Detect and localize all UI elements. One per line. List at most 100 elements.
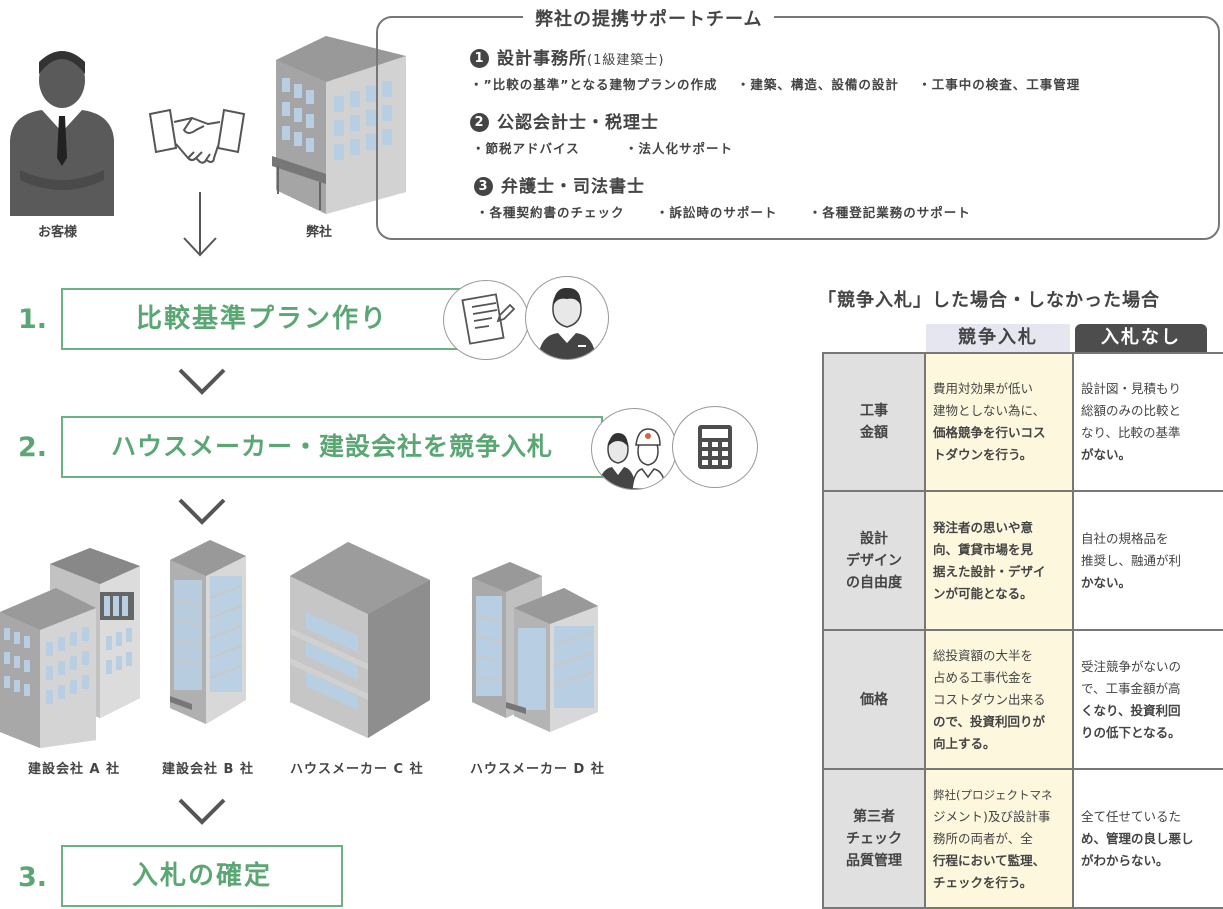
- step-2-number: 2.: [18, 432, 48, 463]
- step-2-box: ハウスメーカー・建設会社を競争入札: [61, 416, 603, 478]
- team-item: ・工事中の検査、工事管理: [918, 77, 1081, 92]
- down-arrow-icon: [183, 192, 217, 257]
- step-1-box: 比較基準プラン作り: [61, 288, 463, 350]
- cell-line: りの低下となる。: [1081, 724, 1181, 740]
- cell-line: 受注競争がないの: [1081, 658, 1182, 674]
- building-a-illustration: [0, 548, 140, 748]
- cell-line: 総投資額の大半を: [933, 647, 1034, 663]
- cell-line: 建物としない為に、: [933, 403, 1046, 418]
- row-header: 工事 金額: [822, 352, 926, 492]
- building-d-illustration: [472, 562, 598, 732]
- row-header-line: の自由度: [846, 574, 902, 591]
- row-header-line: デザイン: [846, 552, 902, 569]
- cell-line: 向、賃貸市場を見: [933, 541, 1034, 557]
- team-item: ・”比較の基準”となる建物プランの作成: [470, 77, 718, 92]
- cell-line: 発注者の思いや意: [933, 519, 1034, 535]
- no-bid-cell: 受注競争がないの で、工事金額が高 くなり、投資利回 りの低下となる。: [1072, 629, 1223, 770]
- building-d-label: ハウスメーカー D 社: [470, 762, 605, 777]
- row-header: 第三者 チェック 品質管理: [822, 768, 926, 909]
- cell-line: め、管理の良し悪し: [1081, 830, 1194, 846]
- cell-line: で、工事金額が高: [1081, 680, 1181, 696]
- team-item: ・建築、構造、設備の設計: [736, 77, 899, 92]
- cell-line: がない。: [1081, 447, 1132, 462]
- team-group-3-items: ・各種契約書のチェック ・訴訟時のサポート ・各種登記業務のサポート: [476, 202, 985, 221]
- competitive-cell: 総投資額の大半を 占める工事代金を コストダウン出来る ので、投資利回りが 向上…: [924, 629, 1074, 770]
- table-row: 設計 デザイン の自由度 発注者の思いや意 向、賃貸市場を見 据えた設計・デザイ…: [822, 490, 1223, 631]
- businessman-icon: [538, 287, 596, 359]
- table-row: 工事 金額 費用対効果が低い 建物としない為に、 価格競争を行いコス トダウンを…: [822, 352, 1223, 492]
- chevron-down-icon: [178, 368, 226, 395]
- step-1-number: 1.: [18, 304, 48, 335]
- row-header-line: 第三者: [853, 808, 895, 825]
- customer-illustration: [10, 51, 114, 216]
- cell-line: 費用対効果が低い: [933, 381, 1034, 396]
- building-b-label: 建設会社 B 社: [162, 762, 254, 777]
- company-building-illustration: [272, 36, 406, 214]
- building-b-illustration: [170, 540, 246, 724]
- workers-icon: [598, 428, 667, 489]
- team-group-3-heading: 3 弁護士・司法書士: [474, 172, 645, 197]
- workers-circle: [591, 408, 677, 490]
- team-group-2-items: ・節税アドバイス ・法人化サポート: [472, 138, 747, 157]
- support-team-title: 弊社の提携サポートチーム: [523, 5, 775, 31]
- cell-line: 推奨し、融通が利: [1081, 552, 1182, 568]
- calculator-circle: [672, 406, 758, 488]
- cell-line: 設計図・見積もり: [1081, 381, 1182, 396]
- number-badge-2: 2: [470, 113, 489, 132]
- no-bid-cell: 全て任せているた め、管理の良し悪し がわからない。: [1072, 768, 1223, 909]
- competitive-cell: 弊社(プロジェクトマネ ジメント)及び設計事 務所の両者が、全 行程において監理…: [924, 768, 1074, 909]
- team-group-1-sub: (1級建築士): [587, 53, 665, 68]
- number-badge-3: 3: [474, 177, 493, 196]
- competitive-cell: 発注者の思いや意 向、賃貸市場を見 据えた設計・デザイ ンが可能となる。: [924, 490, 1074, 631]
- cell-line: ンが可能となる。: [933, 585, 1033, 601]
- row-header: 設計 デザイン の自由度: [822, 490, 926, 631]
- team-item: ・各種登記業務のサポート: [808, 205, 971, 220]
- cell-line: 行程において監理、: [933, 852, 1046, 868]
- cell-line: かない。: [1081, 574, 1132, 590]
- person-circle: [525, 276, 609, 360]
- cell-line: 総額のみの比較と: [1081, 403, 1182, 418]
- cell-line: 向上する。: [933, 735, 996, 751]
- cell-line: チェックを行う。: [933, 874, 1033, 890]
- column-header-no-bid: 入札なし: [1075, 324, 1207, 352]
- cell-line: 務所の両者が、全: [933, 830, 1033, 846]
- row-header-line: 設計: [860, 530, 888, 547]
- cell-line: コストダウン出来る: [933, 691, 1046, 707]
- team-group-1-items: ・”比較の基準”となる建物プランの作成 ・建築、構造、設備の設計 ・工事中の検査…: [470, 74, 1094, 93]
- cell-line: ので、投資利回りが: [933, 713, 1046, 729]
- cell-line: トダウンを行う。: [933, 447, 1033, 462]
- building-a-label: 建設会社 A 社: [28, 762, 121, 777]
- row-header-line: 品質管理: [846, 852, 902, 869]
- team-item: ・節税アドバイス: [472, 141, 580, 156]
- chevron-down-icon: [178, 498, 226, 525]
- team-group-1-name: 設計事務所: [497, 49, 587, 69]
- row-header-line: 工事: [860, 403, 888, 419]
- notebook-circle: [443, 280, 529, 360]
- step-3-number: 3.: [18, 862, 48, 893]
- comparison-table: 工事 金額 費用対効果が低い 建物としない為に、 価格競争を行いコス トダウンを…: [822, 352, 1223, 909]
- cell-line: 占める工事代金を: [933, 669, 1034, 685]
- row-header-line: チェック: [846, 830, 902, 847]
- step-3-box: 入札の確定: [61, 845, 343, 907]
- notebook-pen-icon: [461, 293, 516, 345]
- team-item: ・訴訟時のサポート: [655, 205, 778, 220]
- handshake-icon: [148, 108, 246, 164]
- customer-label: お客様: [38, 225, 78, 240]
- team-group-3-name: 弁護士・司法書士: [501, 177, 645, 197]
- cell-line: なり、比較の基準: [1081, 425, 1181, 440]
- no-bid-cell: 自社の規格品を 推奨し、融通が利 かない。: [1072, 490, 1223, 631]
- company-label: 弊社: [306, 225, 333, 240]
- team-item: ・各種契約書のチェック: [476, 205, 625, 220]
- support-team-box: [376, 16, 1220, 240]
- cell-line: くなり、投資利回: [1081, 702, 1181, 718]
- cell-line: 全て任せているた: [1081, 808, 1182, 824]
- comparison-title: 「競争入札」した場合・しなかった場合: [818, 290, 1160, 311]
- cell-line: 自社の規格品を: [1081, 530, 1169, 546]
- competitive-cell: 費用対効果が低い 建物としない為に、 価格競争を行いコス トダウンを行う。: [924, 352, 1074, 492]
- chevron-down-icon: [178, 798, 226, 825]
- team-item: ・法人化サポート: [625, 141, 734, 156]
- column-header-competitive: 競争入札: [926, 324, 1070, 352]
- building-c-illustration: [290, 542, 430, 738]
- cell-line: ジメント)及び設計事: [933, 808, 1051, 824]
